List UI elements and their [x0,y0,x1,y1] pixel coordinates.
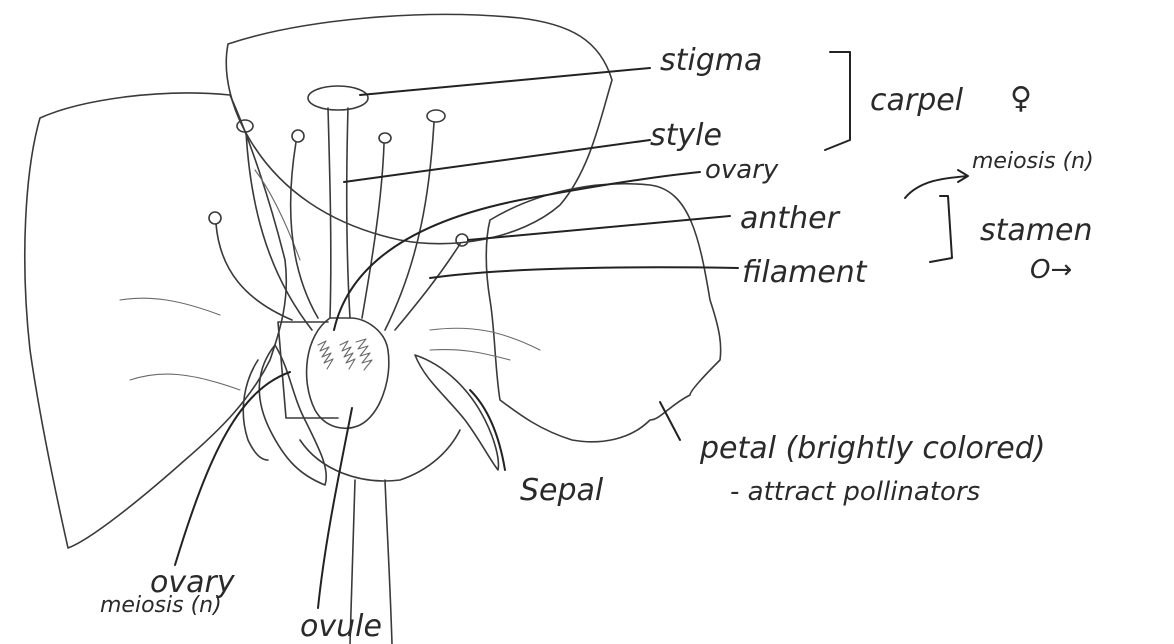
anther [456,234,468,246]
label-anther: anther [740,201,841,236]
sepal-left [259,345,326,485]
label-sepal: Sepal [520,473,604,508]
male-symbol: O→ [1030,255,1072,285]
leader-anther [468,216,730,240]
style [328,108,331,318]
receptacle [300,430,460,481]
leader-ovary-bottom [175,372,290,565]
label-style: style [650,118,722,153]
anther [427,110,445,122]
label-ovule: ovule [300,609,382,644]
petal-right [486,184,720,442]
anther [209,212,221,224]
leader-filament [430,267,738,278]
ovules [318,339,372,370]
meiosis-arrow [905,170,968,198]
petal-vein [120,298,220,315]
label-petal-note: - attract pollinators [730,477,980,507]
label-stigma: stigma [660,43,762,78]
female-symbol: ♀ [1010,81,1032,116]
ovary-outline [307,318,389,428]
anther [379,133,391,143]
filament [385,122,434,330]
filament [395,244,460,330]
petal-vein [430,349,510,360]
filament [216,224,292,320]
petal-back [226,14,612,243]
sepal-small-left [243,360,268,460]
leader-ovary-top [334,172,700,330]
label-petal: petal (brightly colored) [699,431,1045,466]
label-stamen: stamen [980,213,1092,248]
label-filament: filament [742,255,868,290]
filament [291,142,318,318]
carpel-bracket [825,52,850,150]
stamen-bracket [930,196,952,262]
petal-vein [430,328,540,350]
label-carpel: carpel [870,83,964,118]
label-ovary-top: ovary [705,155,779,185]
stem-right [385,480,392,644]
leader-ovule [318,408,352,608]
petal-left [25,93,287,548]
anther [292,130,304,142]
leader-stigma [360,68,650,95]
stigma [308,86,368,110]
label-meiosis-top: meiosis (n) [972,149,1094,174]
sepals-stem [243,345,498,644]
leader-style [344,140,650,182]
petal-vein [130,374,240,390]
label-meiosis-bottom: meiosis (n) [100,593,222,618]
style-edge [347,108,350,318]
